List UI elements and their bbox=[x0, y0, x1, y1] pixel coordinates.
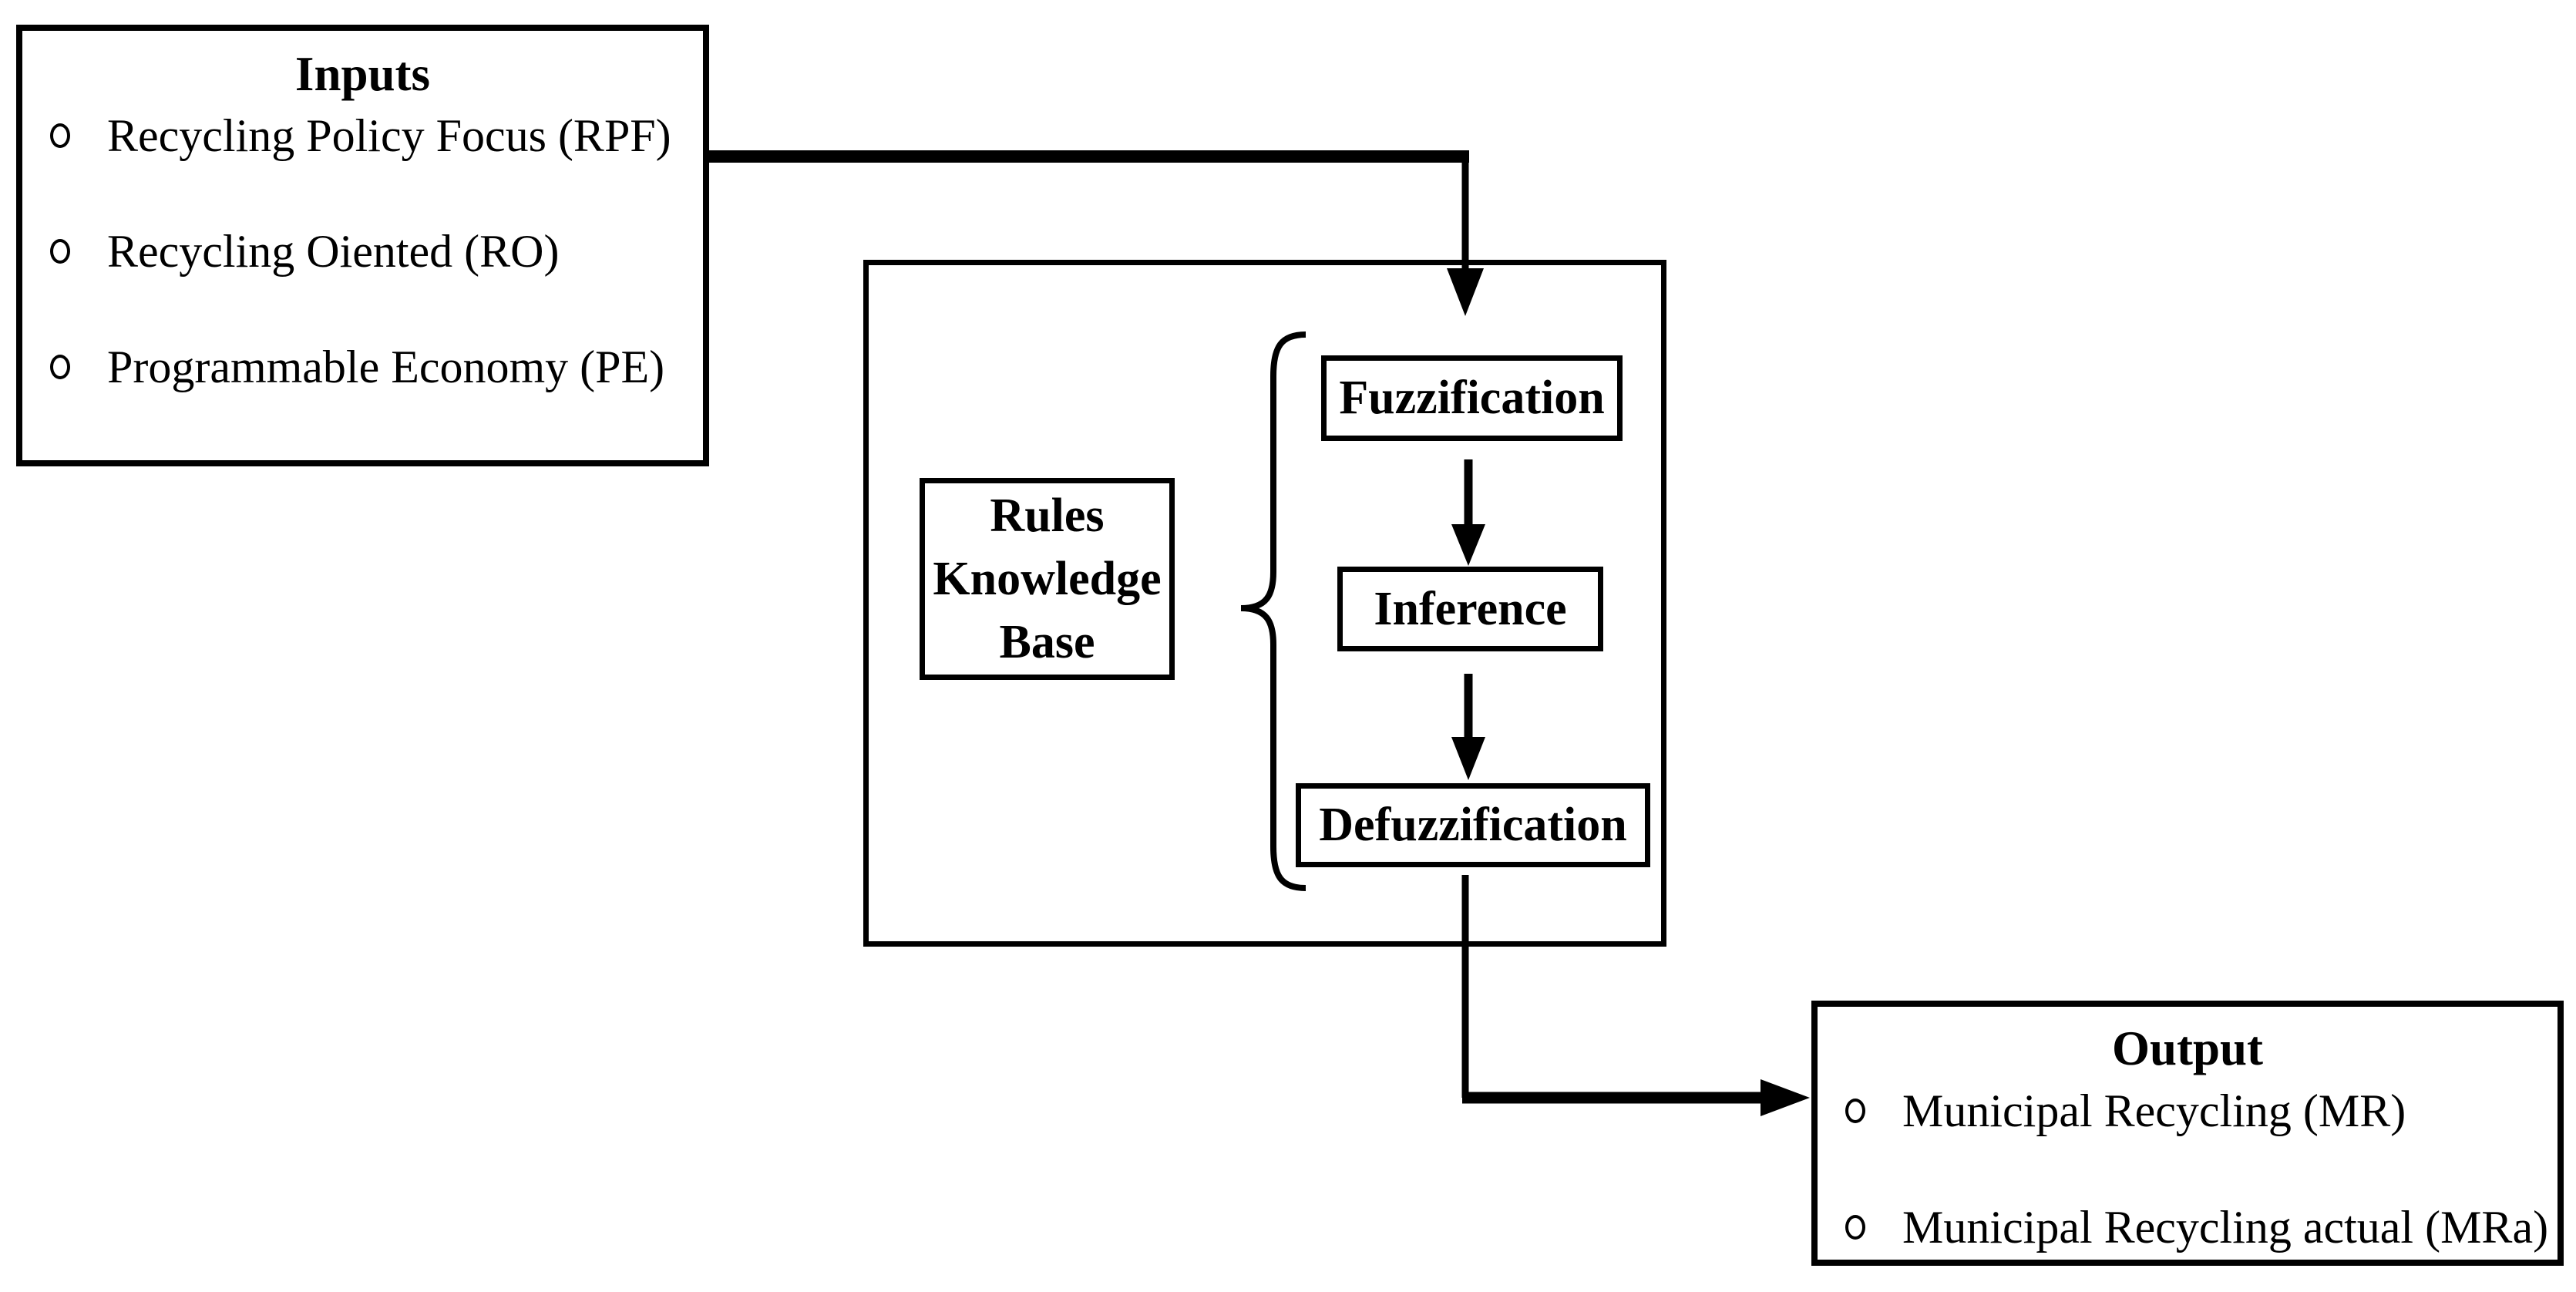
circle-bullet-icon bbox=[1845, 1215, 1865, 1240]
defuzzification-box: Defuzzification bbox=[1296, 783, 1650, 867]
rules-line: Rules bbox=[990, 490, 1105, 542]
output-item-label: Municipal Recycling (MR) bbox=[1902, 1085, 2406, 1136]
fuzzification-box: Fuzzification bbox=[1321, 355, 1623, 441]
output-title: Output bbox=[2111, 1021, 2264, 1075]
rules-line: Base bbox=[999, 616, 1095, 668]
fuzzy-system-box bbox=[863, 260, 1666, 947]
arrowhead-right-into-output-icon bbox=[1760, 1079, 1810, 1116]
defuzzification-label: Defuzzification bbox=[1319, 799, 1627, 851]
circle-bullet-icon bbox=[50, 355, 70, 379]
rules-line: Knowledge bbox=[933, 553, 1162, 605]
inference-label: Inference bbox=[1374, 582, 1567, 635]
output-item: Municipal Recycling (MR) bbox=[1845, 1080, 2550, 1142]
inference-box: Inference bbox=[1337, 567, 1603, 651]
input-item: Programmable Economy (PE) bbox=[50, 336, 695, 398]
inputs-box: Inputs Recycling Policy Focus (RPF) Recy… bbox=[16, 25, 709, 466]
output-item: Municipal Recycling actual (MRa) bbox=[1845, 1196, 2550, 1258]
input-item-label: Recycling Oiented (RO) bbox=[107, 226, 560, 277]
input-item-label: Recycling Policy Focus (RPF) bbox=[107, 110, 671, 161]
output-box: Output Municipal Recycling (MR) Municipa… bbox=[1811, 1001, 2564, 1266]
circle-bullet-icon bbox=[1845, 1099, 1865, 1123]
input-item: Recycling Policy Focus (RPF) bbox=[50, 105, 695, 167]
input-item-label: Programmable Economy (PE) bbox=[107, 342, 665, 392]
inputs-title: Inputs bbox=[294, 47, 431, 101]
circle-bullet-icon bbox=[50, 239, 70, 264]
rules-knowledge-base-label: Rules Knowledge Base bbox=[933, 484, 1161, 674]
circle-bullet-icon bbox=[50, 123, 70, 148]
output-item-label: Municipal Recycling actual (MRa) bbox=[1902, 1202, 2549, 1253]
fuzzification-label: Fuzzification bbox=[1339, 372, 1605, 424]
rules-knowledge-base-box: Rules Knowledge Base bbox=[920, 478, 1175, 680]
input-item: Recycling Oiented (RO) bbox=[50, 220, 695, 282]
